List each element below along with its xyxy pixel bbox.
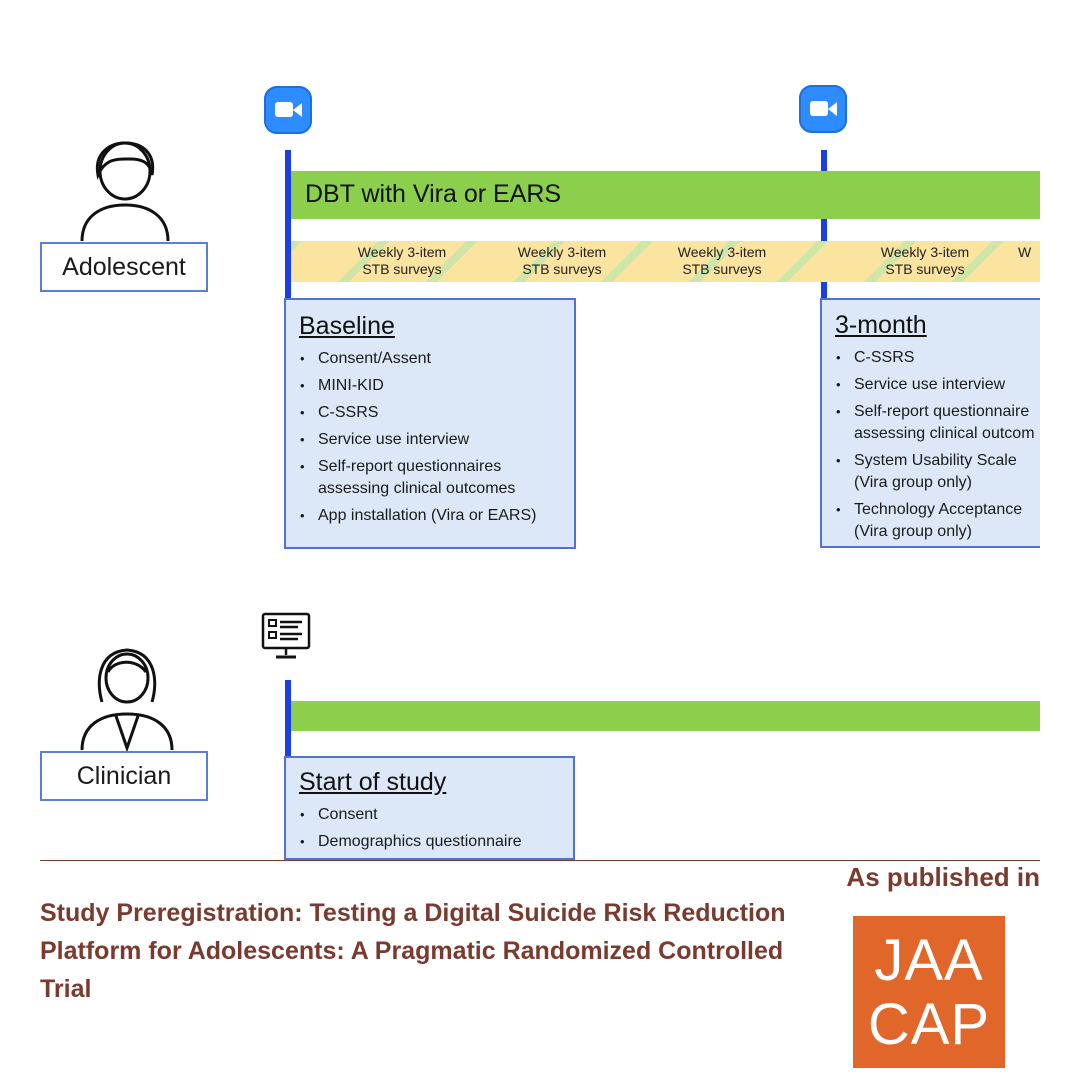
start-of-study-box: Start of study Consent Demographics ques… — [284, 756, 575, 860]
paper-title: Study Preregistration: Testing a Digital… — [40, 899, 786, 1003]
three-month-list: C-SSRS Service use interview Self-report… — [835, 347, 1035, 546]
footer-divider — [40, 860, 1040, 861]
clinician-label: Clinician — [40, 751, 208, 801]
list-item: Consent/Assent — [299, 348, 536, 370]
baseline-title: Baseline — [299, 312, 395, 340]
list-item: Technology Acceptance(Vira group only) — [835, 499, 1035, 543]
list-item: MINI-KID — [299, 375, 536, 397]
clinician-icon — [80, 648, 174, 752]
list-item: App installation (Vira or EARS) — [299, 505, 536, 527]
list-item: C-SSRS — [835, 347, 1035, 369]
start-of-study-list: Consent Demographics questionnaire — [299, 804, 522, 858]
treatment-bar: DBT with Vira or EARS — [291, 171, 1040, 219]
zoom-video-icon — [264, 86, 312, 134]
list-item: System Usability Scale(Vira group only) — [835, 450, 1035, 494]
list-item: Consent — [299, 804, 522, 826]
zoom-video-icon — [799, 85, 847, 133]
start-of-study-title: Start of study — [299, 768, 447, 796]
diagram-crop-mask — [1040, 0, 1080, 860]
list-item: Service use interview — [299, 429, 536, 451]
list-item: Demographics questionnaire — [299, 831, 522, 853]
three-month-title: 3-month — [835, 311, 927, 339]
adolescent-icon — [80, 141, 170, 242]
three-month-box: 3-month C-SSRS Service use interview Sel… — [820, 298, 1060, 548]
journal-logo: JAA CAP — [853, 916, 1005, 1068]
weekly-survey-label-partial: W — [1018, 244, 1032, 260]
adolescent-label: Adolescent — [40, 242, 208, 292]
three-month-timeline-marker — [821, 150, 827, 300]
baseline-timeline-marker — [285, 150, 291, 300]
list-item: C-SSRS — [299, 402, 536, 424]
online-survey-icon — [261, 612, 311, 659]
clinician-treatment-bar — [291, 701, 1040, 731]
start-of-study-marker — [285, 680, 291, 758]
treatment-bar-label: DBT with Vira or EARS — [305, 180, 562, 208]
published-in-label: As published in — [846, 862, 1040, 892]
list-item: Service use interview — [835, 374, 1035, 396]
baseline-box: Baseline Consent/Assent MINI-KID C-SSRS … — [284, 298, 576, 549]
baseline-list: Consent/Assent MINI-KID C-SSRS Service u… — [299, 348, 536, 532]
